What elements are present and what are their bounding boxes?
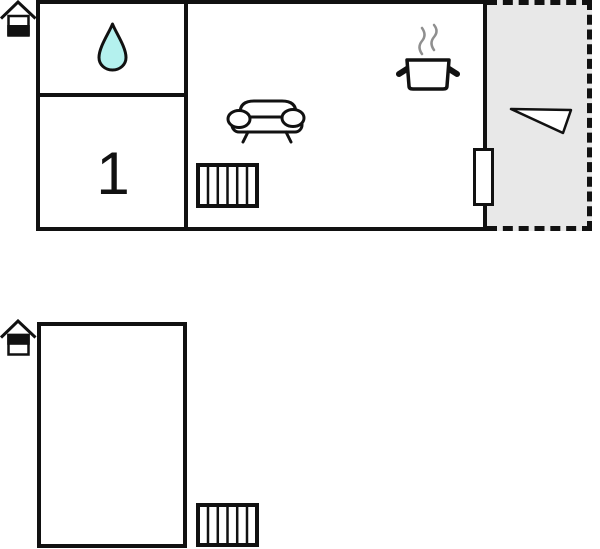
radiator-icon	[196, 503, 259, 547]
wall-vertical-divider	[184, 0, 188, 231]
upper-floor-outline	[37, 322, 187, 548]
water-drop-icon	[97, 22, 128, 72]
wall-bathroom-divider	[36, 93, 188, 97]
ground-floor-outline	[36, 0, 487, 231]
house-upper-level-icon	[0, 319, 37, 356]
door	[473, 148, 494, 206]
cooking-pot-icon	[396, 23, 460, 91]
bedroom-number-label: 1	[96, 140, 130, 207]
radiator-icon	[196, 163, 259, 208]
direction-triangle-icon	[509, 107, 573, 135]
house-lower-level-icon	[0, 0, 37, 37]
sofa-icon	[226, 99, 306, 144]
